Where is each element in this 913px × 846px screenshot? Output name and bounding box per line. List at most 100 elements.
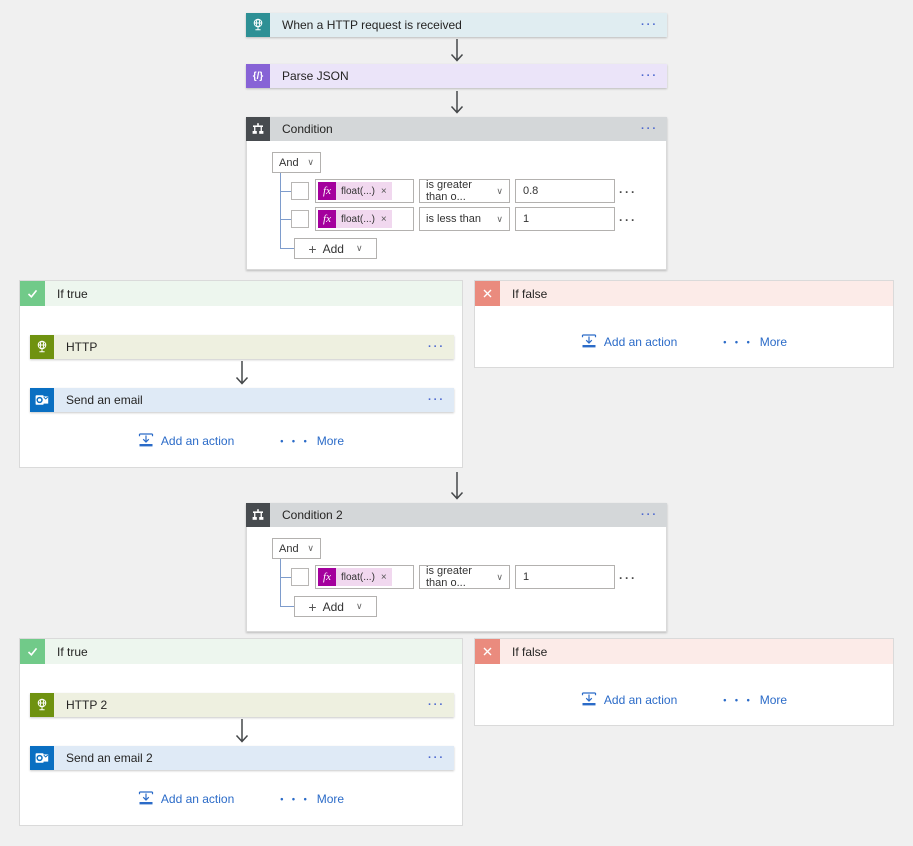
branch2-true-header: If true (20, 639, 462, 664)
chevron-down-icon: ∨ (307, 543, 314, 553)
condition1-row1-menu-button[interactable]: ··· (619, 185, 637, 199)
trigger-menu-button[interactable]: ··· (641, 19, 658, 31)
add-action-button[interactable]: Add an action (581, 692, 677, 707)
trigger-card-http-request[interactable]: When a HTTP request is received ··· (246, 13, 667, 37)
branch1-false-label: If false (512, 286, 548, 301)
condition2-join-select[interactable]: And ∨ (272, 538, 321, 559)
http-action-menu-button[interactable]: ··· (428, 341, 445, 353)
http2-action-menu-button[interactable]: ··· (428, 699, 445, 711)
condition2-row1-value-input[interactable]: 1 (515, 565, 615, 589)
send-email-title: Send an email (66, 393, 143, 407)
http2-action-card[interactable]: HTTP 2 ··· (30, 693, 454, 717)
condition2-add-button[interactable]: + Add ∨ (294, 596, 377, 617)
chevron-down-icon: ∨ (355, 601, 363, 611)
chip-remove-button[interactable]: × (380, 185, 387, 197)
send-email2-menu-button[interactable]: ··· (428, 752, 445, 764)
tree-line (280, 173, 281, 248)
more-label: More (759, 334, 788, 349)
condition1-row2-operand-input[interactable]: fx float(...) × (315, 207, 414, 231)
condition-icon (246, 503, 270, 527)
expression-chip[interactable]: float(...) × (336, 182, 392, 200)
condition1-add-button[interactable]: + Add ∨ (294, 238, 377, 259)
more-button[interactable]: • • • More (723, 693, 787, 707)
send-email2-action-card[interactable]: Send an email 2 ··· (30, 746, 454, 770)
more-button[interactable]: • • • More (280, 792, 344, 806)
join-value: And (279, 542, 299, 555)
branch2-false-footer: Add an action • • • More (475, 692, 893, 707)
add-action-icon (581, 334, 596, 348)
condition1-row2-checkbox[interactable] (291, 210, 309, 228)
tree-line (280, 577, 291, 578)
add-action-label: Add an action (160, 791, 235, 806)
x-icon (475, 281, 500, 306)
condition1-title: Condition (282, 122, 333, 136)
condition2-body: And ∨ fx float(...) × is greater than o.… (246, 527, 667, 632)
check-icon (20, 281, 45, 306)
condition1-row2-value-input[interactable]: 1 (515, 207, 615, 231)
operator-value: is greater than o... (426, 565, 472, 589)
connector-arrow (450, 472, 464, 500)
add-action-icon (138, 791, 153, 805)
expression-chip[interactable]: float(...) × (336, 210, 392, 228)
condition1-header[interactable]: Condition ··· (246, 117, 667, 141)
chip-remove-button[interactable]: × (380, 571, 387, 583)
expression-label: float(...) (341, 571, 375, 583)
condition2-row1-menu-button[interactable]: ··· (619, 571, 637, 585)
chip-remove-button[interactable]: × (380, 213, 387, 225)
branch2-true-footer: Add an action • • • More (20, 791, 462, 806)
parse-json-menu-button[interactable]: ··· (641, 70, 658, 82)
parse-json-title: Parse JSON (282, 69, 349, 83)
condition2-row1-operand-input[interactable]: fx float(...) × (315, 565, 414, 589)
condition1-join-select[interactable]: And ∨ (272, 152, 321, 173)
condition1-menu-button[interactable]: ··· (641, 123, 658, 135)
condition-icon (246, 117, 270, 141)
tree-line (280, 219, 291, 220)
branch1-if-false: If false Add an action • • • More (474, 280, 894, 368)
condition1-row2-menu-button[interactable]: ··· (619, 213, 637, 227)
branch2-true-label: If true (57, 644, 88, 659)
branch2-if-false: If false Add an action • • • More (474, 638, 894, 726)
add-action-button[interactable]: Add an action (581, 334, 677, 349)
more-button[interactable]: • • • More (280, 434, 344, 448)
condition1-row1-value-input[interactable]: 0.8 (515, 179, 615, 203)
add-action-icon (138, 433, 153, 447)
more-dots-icon: • • • (723, 336, 753, 347)
connector-arrow (450, 39, 464, 62)
send-email-menu-button[interactable]: ··· (428, 394, 445, 406)
more-button[interactable]: • • • More (723, 335, 787, 349)
trigger-title: When a HTTP request is received (282, 18, 462, 32)
tree-line (280, 559, 281, 606)
fx-icon: fx (318, 210, 336, 228)
expression-chip[interactable]: float(...) × (336, 568, 392, 586)
add-action-button[interactable]: Add an action (138, 433, 234, 448)
add-action-button[interactable]: Add an action (138, 791, 234, 806)
condition1-row2-operator-select[interactable]: is less than ∨ (419, 207, 510, 231)
send-email-action-card[interactable]: Send an email ··· (30, 388, 454, 412)
condition1-row1-operator-select[interactable]: is greater than o... ∨ (419, 179, 510, 203)
plus-icon: + (308, 240, 317, 257)
condition2-row1-checkbox[interactable] (291, 568, 309, 586)
chevron-down-icon: ∨ (496, 185, 503, 196)
http-action-card[interactable]: HTTP ··· (30, 335, 454, 359)
parse-json-card[interactable]: {/} Parse JSON ··· (246, 64, 667, 88)
http2-action-title: HTTP 2 (66, 698, 108, 712)
http-icon (30, 693, 54, 717)
chevron-down-icon: ∨ (496, 213, 503, 224)
connector-arrow (235, 361, 249, 385)
plus-icon: + (308, 598, 317, 615)
expression-label: float(...) (341, 185, 375, 197)
condition1-body: And ∨ fx float(...) × is greater than o.… (246, 141, 667, 270)
more-dots-icon: • • • (280, 435, 310, 446)
branch2-false-label: If false (512, 644, 548, 659)
http-request-icon (246, 13, 270, 37)
condition2-row1-operator-select[interactable]: is greater than o... ∨ (419, 565, 510, 589)
condition2-header[interactable]: Condition 2 ··· (246, 503, 667, 527)
tree-line (280, 248, 294, 249)
condition1-row1-checkbox[interactable] (291, 182, 309, 200)
add-label: Add (322, 241, 344, 256)
condition1-row1-operand-input[interactable]: fx float(...) × (315, 179, 414, 203)
add-action-label: Add an action (160, 433, 235, 448)
connector-arrow (235, 719, 249, 743)
branch2-false-header: If false (475, 639, 893, 664)
condition2-menu-button[interactable]: ··· (641, 509, 658, 521)
